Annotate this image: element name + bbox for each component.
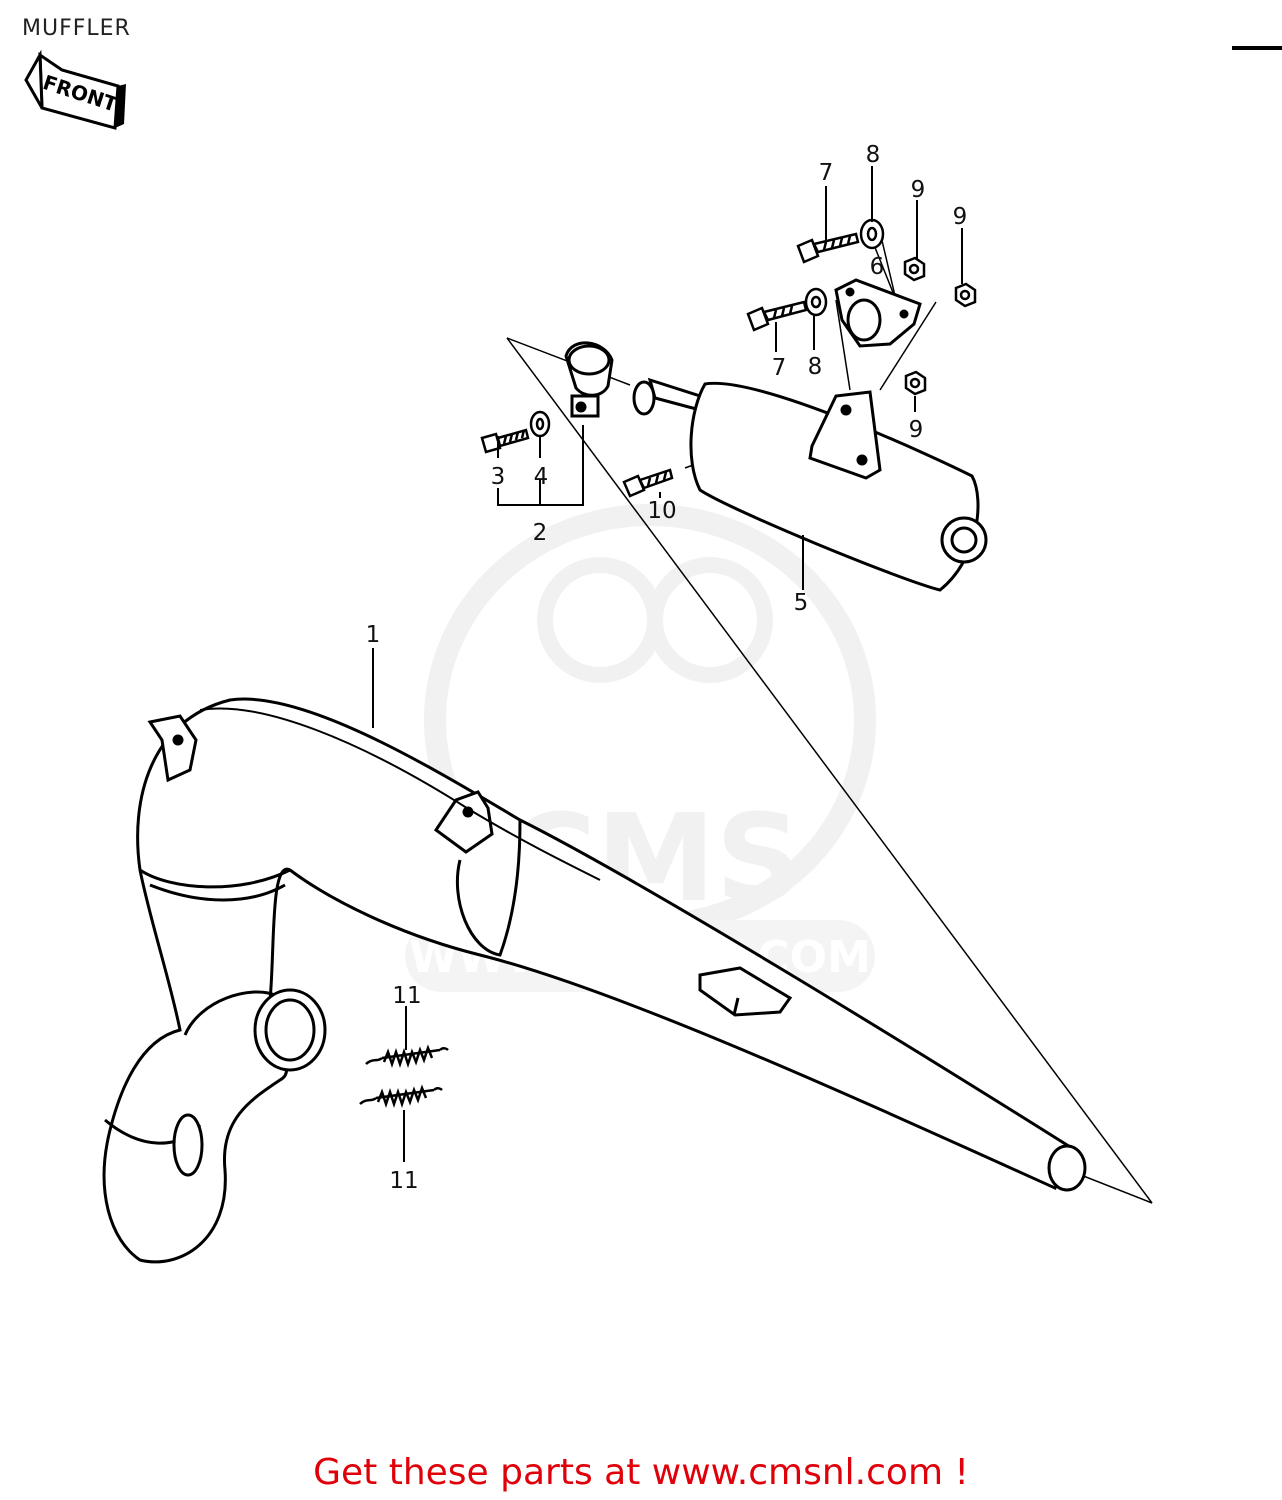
washer-part <box>804 287 828 317</box>
callout-11a: 11 <box>392 983 421 1009</box>
bolt-part <box>622 468 674 498</box>
washer-part <box>859 218 885 250</box>
callout-5: 5 <box>794 590 809 616</box>
clamp-part <box>564 341 614 418</box>
callout-4: 4 <box>534 464 549 490</box>
cmsnl-parts-link[interactable]: Get these parts at www.cmsnl.com ! <box>313 1452 969 1493</box>
front-arrow-icon <box>24 49 44 109</box>
exploded-parts-diagram: CMS WWW.CMSNL.COM FRONT <box>24 49 1153 1264</box>
callout-7a: 7 <box>819 160 834 186</box>
front-arrow-badge: FRONT <box>24 49 126 130</box>
callout-9c: 9 <box>909 417 924 443</box>
page-title: MUFFLER <box>22 16 131 41</box>
footer-link-row: Get these parts at www.cmsnl.com ! <box>0 1452 1282 1493</box>
silencer-part <box>632 377 988 592</box>
callout-7b: 7 <box>772 355 787 381</box>
nut-part <box>904 370 927 396</box>
corner-tick-mark <box>1232 46 1282 50</box>
washer-part <box>529 410 551 438</box>
watermark-goggle-icon <box>647 557 773 683</box>
nut-part <box>954 282 977 308</box>
callout-6: 6 <box>870 254 885 280</box>
expansion-chamber-part <box>102 697 1087 1264</box>
mount-bracket-part <box>834 278 922 348</box>
nut-part <box>903 256 926 282</box>
bolt-part <box>480 428 530 454</box>
callout-8a: 8 <box>866 142 881 168</box>
callout-8b: 8 <box>808 354 823 380</box>
spring-part <box>359 1084 443 1108</box>
spring-part <box>365 1044 449 1068</box>
callout-1: 1 <box>366 622 381 648</box>
callout-2: 2 <box>533 520 548 546</box>
callout-11b: 11 <box>389 1168 418 1194</box>
bolt-part <box>796 232 860 264</box>
callout-9b: 9 <box>953 204 968 230</box>
watermark-goggle-icon <box>537 557 663 683</box>
bracket-line-2 <box>497 425 584 506</box>
callout-10: 10 <box>647 498 676 524</box>
callout-3: 3 <box>491 464 506 490</box>
leader-lines <box>372 166 963 1162</box>
callout-9a: 9 <box>911 177 926 203</box>
bolt-part <box>746 300 808 332</box>
